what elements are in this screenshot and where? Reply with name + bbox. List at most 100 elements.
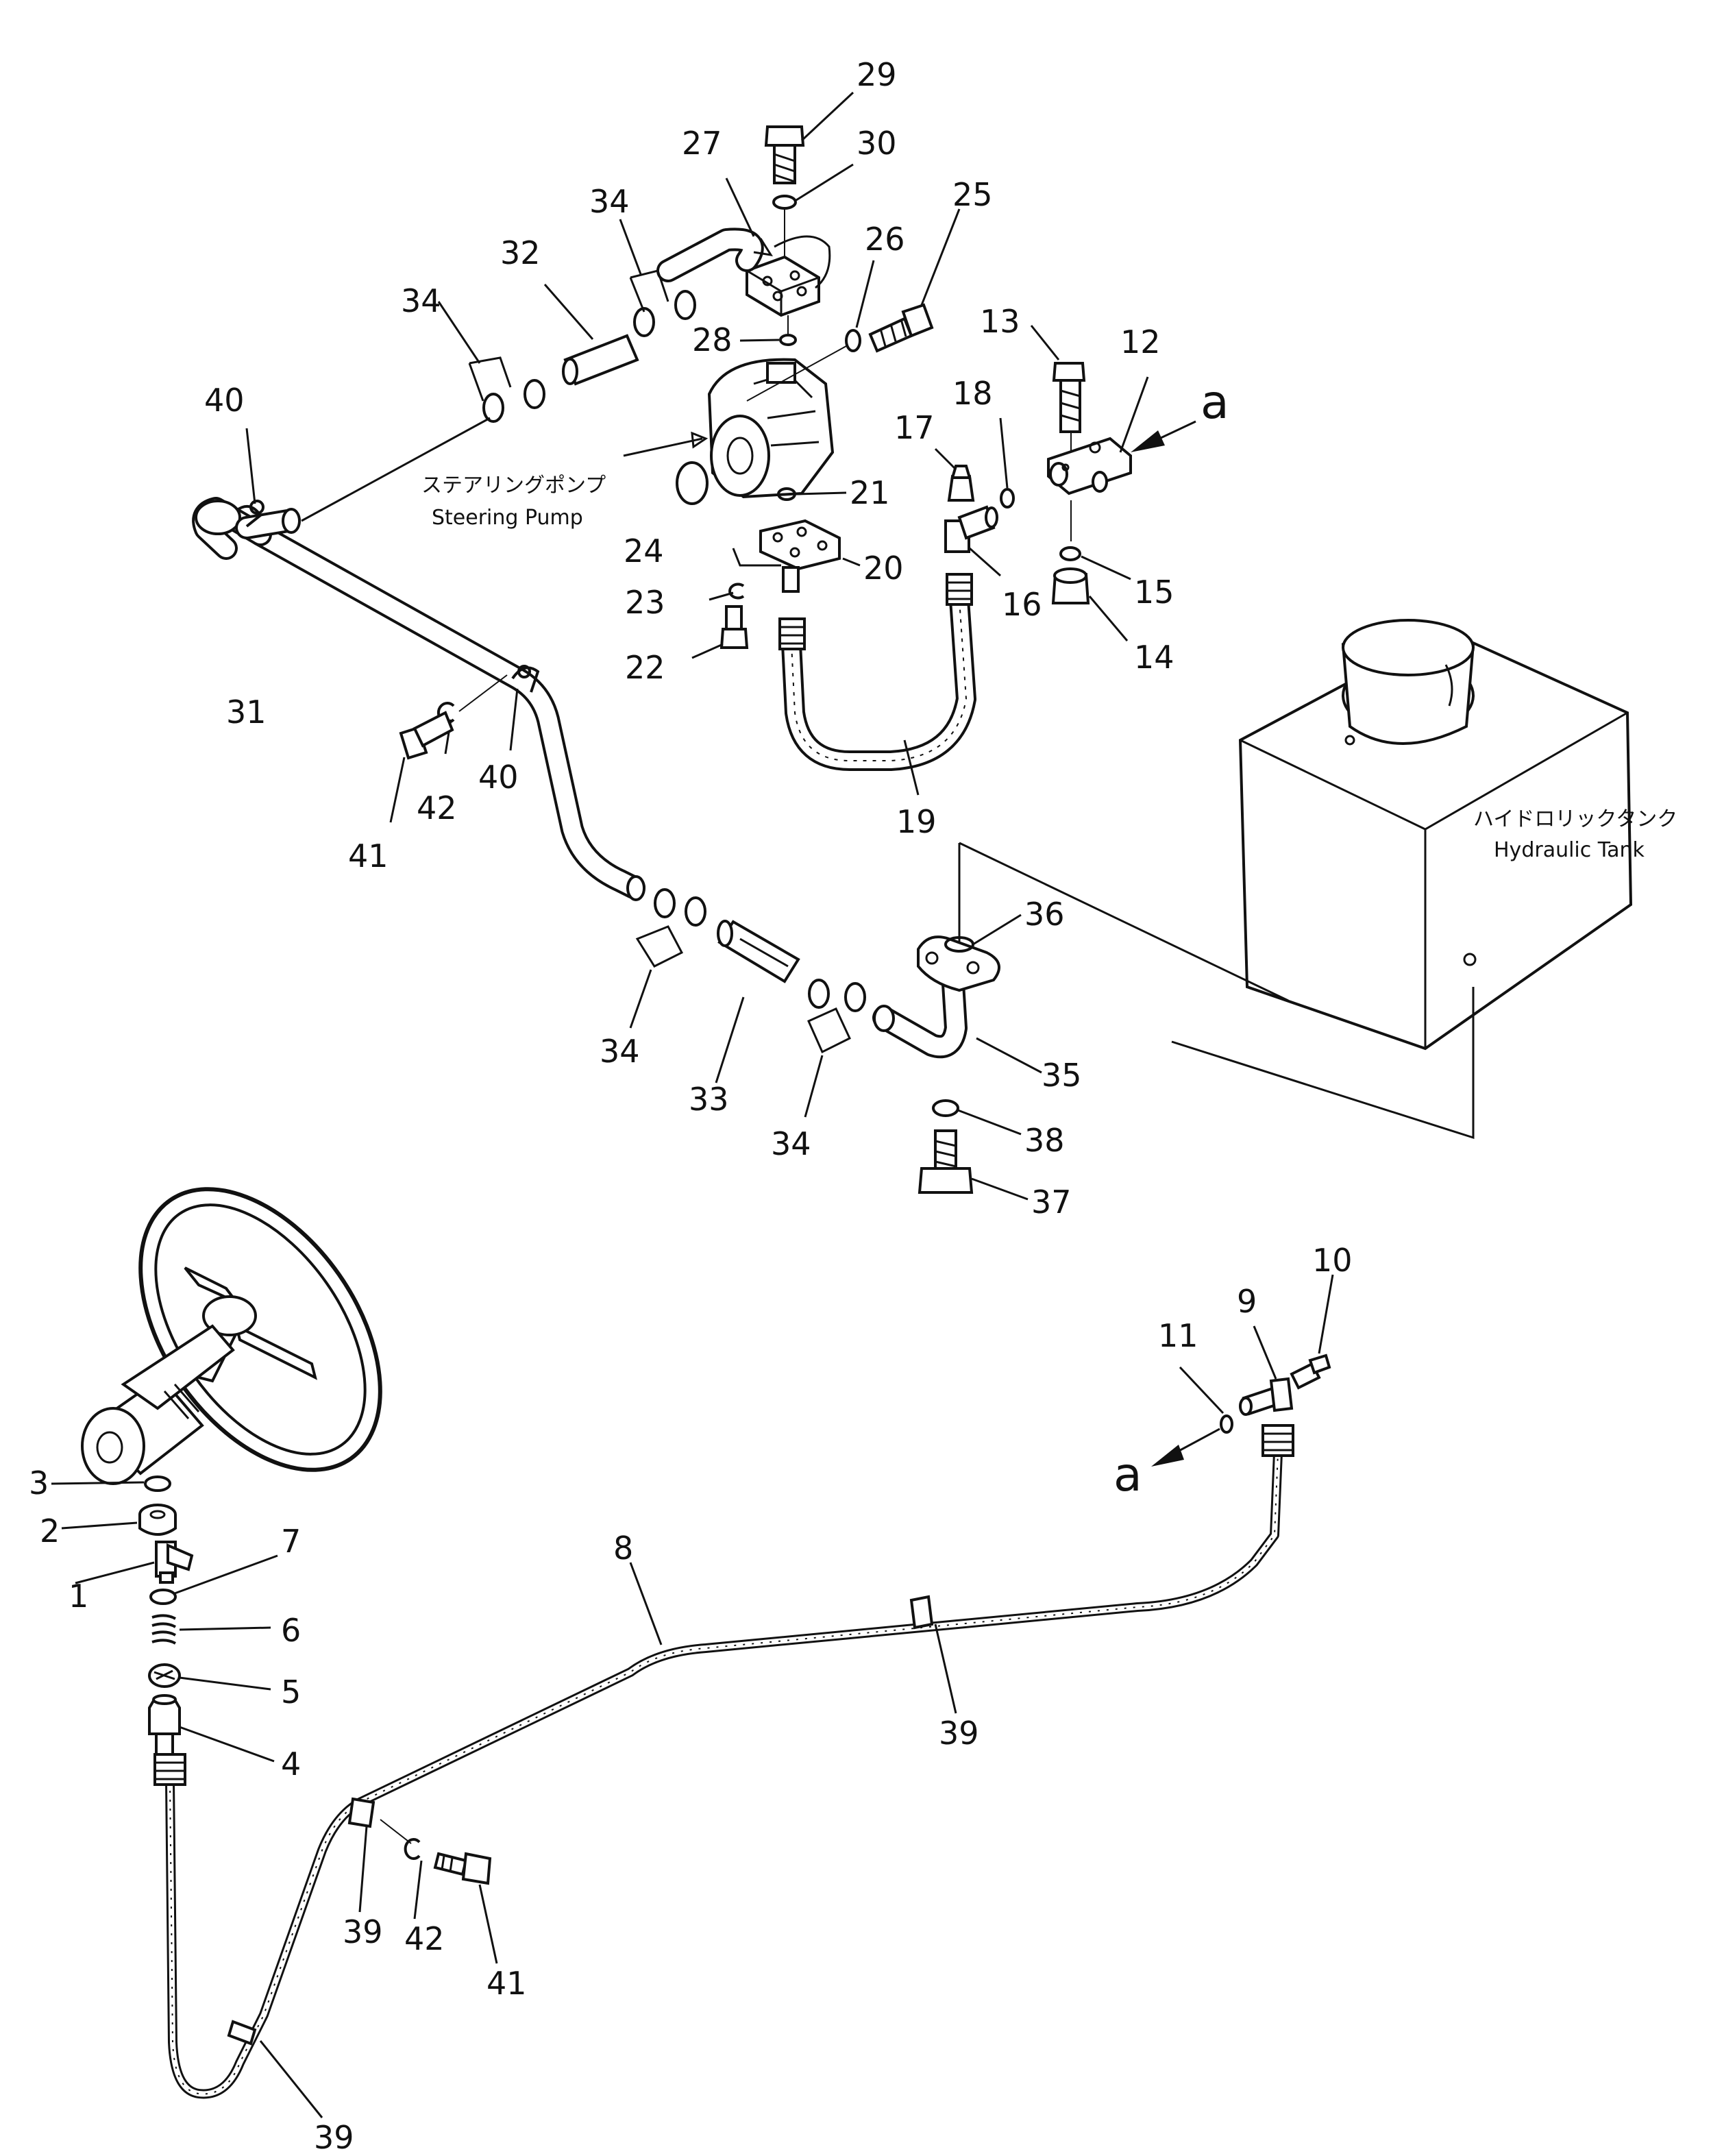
part-number-label: 5 [281,1674,301,1711]
part-number-label: 34 [589,183,630,220]
elbow-16 [944,505,998,553]
part-number-label: 42 [404,1920,445,1957]
part-number-label: 8 [613,1530,633,1567]
part-number-label: 30 [857,125,897,162]
part-number-label: 42 [417,789,457,826]
part-number-label: 38 [1024,1122,1065,1159]
part-number-label: 14 [1134,639,1174,676]
part-number-label: 41 [348,837,389,874]
clamp-39-left [347,1797,376,1828]
ref-letter-a-upper: a [1201,376,1229,430]
washer-42-lower [404,1838,421,1860]
ref-letter-a-lower: a [1113,1448,1142,1502]
part-number-label: 22 [625,649,665,686]
part-number-label: 1 [69,1578,88,1615]
part-number-label: 2 [40,1512,60,1549]
washer-23 [728,583,745,600]
part-number-label: 13 [980,303,1020,340]
part-number-label: 19 [896,803,937,840]
hose-32 [562,334,639,386]
part-number-label: 39 [343,1913,383,1950]
part-number-label: 25 [952,176,993,213]
part-number-label: 9 [1237,1283,1257,1320]
flange-20 [732,519,841,593]
part-number-label: 4 [281,1745,301,1783]
steering-wheel [81,1187,382,1485]
part-number-label: 33 [689,1081,729,1118]
part-number-label: 11 [1158,1317,1198,1354]
block-27 [746,255,820,317]
nut-2 [138,1504,177,1536]
hydraulic-tank [1238,619,1633,1051]
nipple-17 [947,465,975,502]
hose-33 [717,920,800,983]
bolt-37 [918,1129,974,1194]
bolt-41-upper [399,711,454,760]
part-number-label: 20 [863,550,904,587]
part-number-label: 32 [500,234,541,271]
washer-38 [932,1099,959,1117]
steering-pump [707,358,835,499]
clamp-39-bottom [227,2020,257,2046]
spring-6 [151,1614,176,1645]
o-ring-7 [149,1589,177,1605]
bolt-22 [719,605,749,649]
part-number-label: 39 [314,2119,354,2156]
part-number-label: 24 [624,532,664,569]
steering-pump-label-jp: ステアリングポンプ [421,474,606,498]
part-number-label: 31 [226,694,267,731]
part-number-label: 34 [401,282,441,319]
part-number-label: 26 [865,221,905,258]
part-number-label: 7 [281,1523,301,1560]
part-number-label: 17 [894,409,935,446]
bolt-25 [868,303,934,353]
nut-14 [1051,567,1090,604]
washer-30 [772,195,797,210]
hose-clamps-34-mid-right [807,979,866,1054]
o-ring-11 [1220,1414,1233,1434]
hose-clamps-34-block [629,269,696,337]
part-number-label: 28 [692,321,733,358]
part-number-label: 12 [1120,323,1161,360]
part-number-label: 40 [478,759,519,796]
part-number-label: 34 [771,1125,811,1162]
part-number-label: 3 [29,1465,49,1502]
bolt-13 [1052,362,1086,433]
elbow-9 [1239,1377,1294,1416]
tee-block-12 [1047,437,1132,495]
poppet-5 [148,1663,181,1688]
part-number-label: 40 [204,382,245,419]
o-ring-28 [779,334,797,346]
part-number-label: 23 [625,584,665,621]
part-number-label: 36 [1024,896,1065,933]
clamp-40-mid [511,665,540,693]
pipe-35 [872,935,1000,1059]
part-number-label: 16 [1002,586,1042,623]
elbow-fitting-1 [155,1541,194,1584]
ref-arrow-a-lower [1151,1445,1184,1467]
hose-clamps-34-pump [468,356,545,423]
washer-26 [845,329,861,352]
part-number-label: 35 [1042,1057,1082,1094]
part-number-label: 29 [857,56,897,93]
hose-clamps-34-mid-left [635,888,706,968]
nipple-10 [1290,1353,1331,1390]
part-number-label: 18 [952,375,993,412]
washer-15 [1059,546,1081,561]
tube-31 [192,497,645,901]
bolt-29 [764,125,805,184]
o-ring-21 [777,487,796,501]
clamp-40-upper [235,500,264,528]
bolt-41-lower [433,1852,492,1885]
part-number-label: 37 [1031,1184,1072,1221]
hydraulic-tank-label-en: Hydraulic Tank [1494,838,1645,862]
part-number-label: 15 [1134,574,1174,611]
part-number-label: 27 [682,125,722,162]
part-number-label: 41 [487,1965,527,2002]
hose-8 [153,1424,1294,2099]
o-ring-3 [144,1475,171,1492]
adapter-4 [148,1694,181,1756]
steering-pump-label-en: Steering Pump [432,506,583,530]
part-number-label: 39 [939,1715,979,1752]
